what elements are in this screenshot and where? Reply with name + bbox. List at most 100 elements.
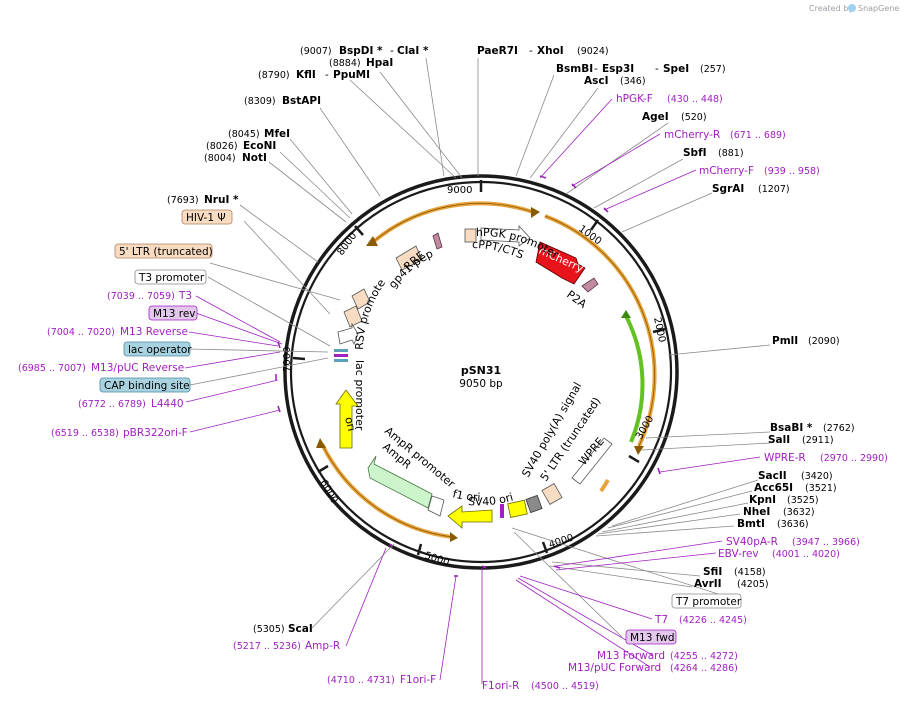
svg-text:-: - (529, 45, 533, 57)
box-t3-promoter[interactable] (134, 269, 207, 285)
pos-257: (257) (700, 64, 726, 75)
primer-l4440[interactable]: L4440 (151, 398, 184, 410)
primer-amp-r[interactable]: Amp-R (305, 640, 340, 652)
primer-ebv-rev[interactable]: EBV-rev (718, 548, 759, 560)
enzyme-bmti[interactable]: BmtI (737, 518, 765, 530)
enzyme-bsabi[interactable]: BsaBI * (770, 422, 813, 434)
enzyme-sgrai[interactable]: SgrAI (712, 183, 744, 195)
pos-8309: (8309) (244, 96, 276, 107)
tick-7000: 7000 (282, 347, 293, 372)
plasmid-name: pSN31 (461, 364, 501, 377)
enzyme-sali[interactable]: SalI (768, 434, 790, 446)
enzyme-esp3i[interactable]: Esp3I (602, 63, 634, 75)
primer-m13rev-pos: (7004 .. 7020) (47, 327, 115, 338)
enzyme-sacii[interactable]: SacII (758, 470, 787, 482)
box-m13-fwd[interactable] (625, 629, 677, 645)
primer-t7[interactable]: T7 (654, 614, 668, 626)
enzyme-xhoi[interactable]: XhoI (537, 45, 564, 57)
enzyme-nrui[interactable]: NruI * (204, 194, 239, 206)
pos-2911: (2911) (802, 435, 834, 446)
primer-m13puc-forward-pos: (4264 .. 4286) (670, 663, 738, 674)
enzyme-ppumi[interactable]: PpuMI (333, 69, 370, 81)
primer-sv40pa-r[interactable]: SV40pA-R (726, 536, 778, 548)
enzyme-econi[interactable]: EcoNI (243, 140, 276, 152)
enzyme-sfii[interactable]: SfiI (703, 566, 722, 578)
primer-pbr322-pos: (6519 .. 6538) (51, 428, 119, 439)
enzyme-asci[interactable]: AscI (584, 75, 609, 87)
enzyme-agei[interactable]: AgeI (642, 111, 669, 123)
primer-mcherry-f[interactable]: mCherry-F (699, 165, 754, 177)
plasmid-size: 9050 bp (459, 378, 503, 390)
primer-f1ori-r-pos: (4500 .. 4519) (531, 681, 599, 692)
mcherry-feature[interactable] (535, 241, 586, 285)
pos-8004: (8004) (204, 153, 236, 164)
enzyme-hpai[interactable]: HpaI (366, 57, 393, 69)
primer-m13puc-reverse[interactable]: M13/pUC Reverse (91, 362, 184, 374)
primer-f1ori-f[interactable]: F1ori-F (400, 674, 436, 686)
box-m13-rev[interactable] (148, 305, 198, 321)
pos-5305: (5305) (253, 624, 285, 635)
enzyme-scai[interactable]: ScaI (288, 623, 313, 635)
enzyme-avrii[interactable]: AvrII (694, 578, 722, 590)
box-lac-operator[interactable] (123, 341, 191, 357)
box-ltr-trunc-label: 5' LTR (truncated) (119, 246, 213, 258)
pos-881: (881) (718, 148, 744, 159)
enzyme-paer7i[interactable]: PaeR7I (477, 45, 518, 57)
pos-346: (346) (620, 76, 646, 87)
primer-t3[interactable]: T3 (178, 290, 192, 302)
enzyme-bspdi[interactable]: BspDI * (339, 45, 383, 57)
enzyme-bstapi[interactable]: BstAPI (282, 95, 321, 107)
enzyme-kpni[interactable]: KpnI (749, 494, 776, 506)
pos-2090: (2090) (808, 336, 840, 347)
enzyme-acc65i[interactable]: Acc65I (754, 482, 793, 494)
ori-label: ori (342, 416, 358, 433)
box-t7-promoter[interactable] (671, 593, 742, 609)
pos-520: (520) (681, 112, 707, 123)
wpre-feature (571, 437, 613, 485)
enzyme-mfei[interactable]: MfeI (264, 128, 290, 140)
box-lac-operator-label: lac operator (128, 344, 192, 356)
enzyme-pmli[interactable]: PmlI (772, 335, 798, 347)
primer-m13puc-forward[interactable]: M13/pUC Forward (568, 662, 661, 674)
primer-t7-pos: (4226 .. 4245) (679, 615, 747, 626)
pos-8884: (8884) (329, 58, 361, 69)
sv40-ori-feature (507, 499, 528, 518)
tick-6000: 6000 (317, 478, 339, 506)
ltr-box-feature (351, 288, 371, 310)
enzyme-clai[interactable]: ClaI * (397, 45, 429, 57)
box-ltr-trunc[interactable] (114, 243, 213, 259)
primer-m13-forward[interactable]: M13 Forward (597, 650, 665, 662)
svg-text:-: - (325, 69, 329, 81)
primer-pbr322[interactable]: pBR322ori-F (123, 427, 188, 439)
pos-4158: (4158) (734, 567, 766, 578)
svg-text:-: - (594, 63, 598, 75)
primer-mcherry-r[interactable]: mCherry-R (664, 129, 720, 141)
ampr-promoter-feature (427, 495, 445, 517)
enzyme-nhei[interactable]: NheI (743, 506, 770, 518)
enzyme-bsmbi[interactable]: BsmBI (556, 63, 593, 75)
primer-m13-reverse[interactable]: M13 Reverse (120, 326, 188, 338)
pos-9007: (9007) (300, 46, 332, 57)
enzyme-noti[interactable]: NotI (242, 152, 267, 164)
enzyme-sbfi[interactable]: SbfI (683, 147, 707, 159)
gp41-feature (432, 232, 443, 250)
primer-wpre-r[interactable]: WPRE-R (764, 452, 806, 464)
box-hiv1-label: HIV-1 Ψ (186, 212, 226, 224)
pos-3420: (3420) (801, 471, 833, 482)
box-hiv1[interactable] (181, 209, 233, 225)
enzyme-kfli[interactable]: KflI (296, 69, 316, 81)
enzyme-spei[interactable]: SpeI (663, 63, 689, 75)
box-cap-site-label: CAP binding site (104, 380, 190, 392)
primer-f1ori-r[interactable]: F1ori-R (482, 680, 519, 692)
tick-5000: 5000 (423, 550, 451, 568)
ltr-trunc-feature (541, 483, 563, 505)
primer-hpgk-f[interactable]: hPGK-F (616, 93, 653, 105)
primer-wpre-r-pos: (2970 .. 2990) (820, 453, 888, 464)
box-t3-promoter-label: T3 promoter (138, 272, 205, 284)
box-m13-rev-label: M13 rev (153, 308, 196, 320)
box-cap-site[interactable] (99, 377, 191, 393)
primer-amp-r-pos: (5217 .. 5236) (233, 641, 301, 652)
primer-hpgk-f-pos: (430 .. 448) (667, 94, 723, 105)
ampr-feature (367, 455, 433, 509)
